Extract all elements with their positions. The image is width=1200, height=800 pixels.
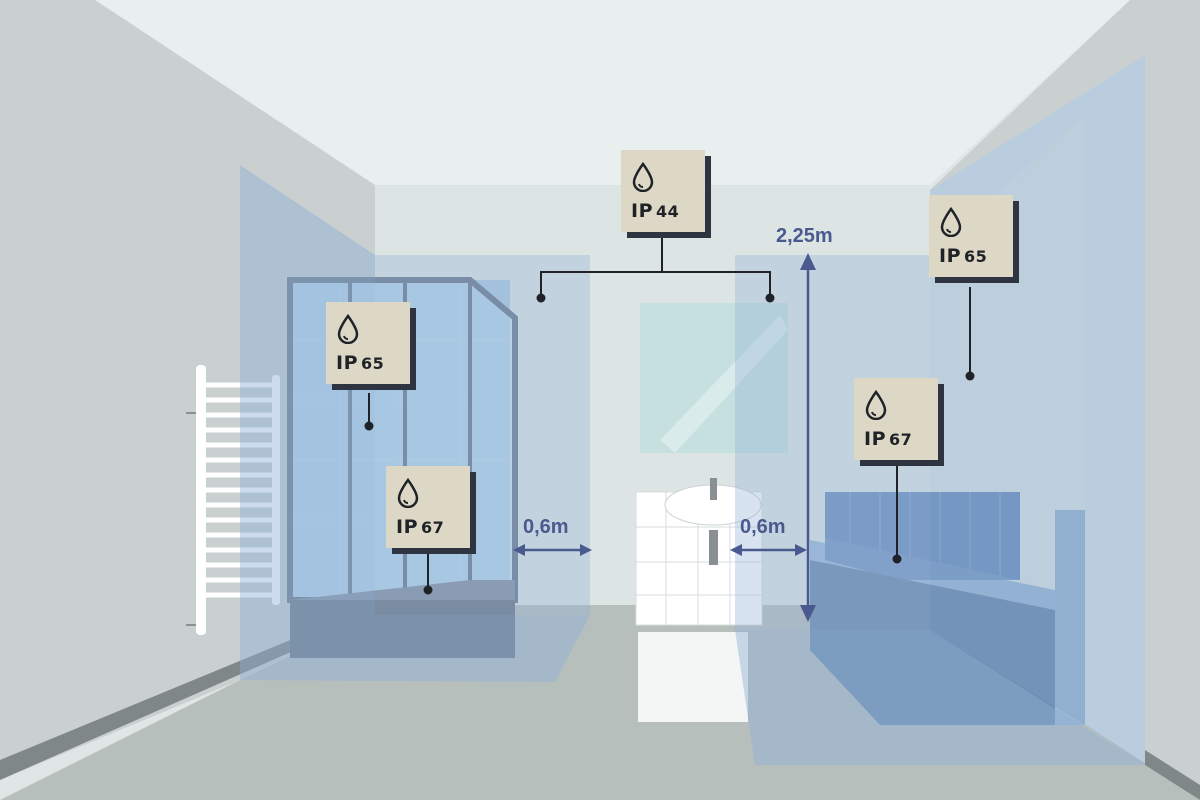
water-drop-icon (397, 478, 419, 508)
zone-height-label: 2,25m (776, 225, 833, 247)
bath-mat (638, 632, 748, 722)
ceiling (95, 0, 1130, 185)
bathtub-basin (825, 538, 1020, 580)
water-drop-icon (940, 207, 962, 237)
towel-radiator (186, 365, 280, 635)
water-drop-icon (865, 390, 887, 420)
right-wall (930, 0, 1200, 800)
zone-shower-floor (240, 615, 590, 682)
mirror (640, 303, 788, 453)
zone-bath-right (930, 55, 1145, 765)
right-skirting (1145, 750, 1200, 800)
zone-bath-back (735, 255, 930, 630)
basin-clearance-label: 0,6m (740, 516, 786, 538)
water-drop-icon (337, 314, 359, 344)
water-drop-icon (632, 162, 654, 192)
shower-clearance-label: 0,6m (523, 516, 569, 538)
left-wall (0, 0, 375, 780)
left-skirting (0, 605, 375, 780)
zone-bath-floor (735, 630, 1145, 765)
bathtub-front (810, 560, 1055, 725)
zone-shower-left (240, 165, 375, 680)
shower-tray (290, 600, 515, 658)
